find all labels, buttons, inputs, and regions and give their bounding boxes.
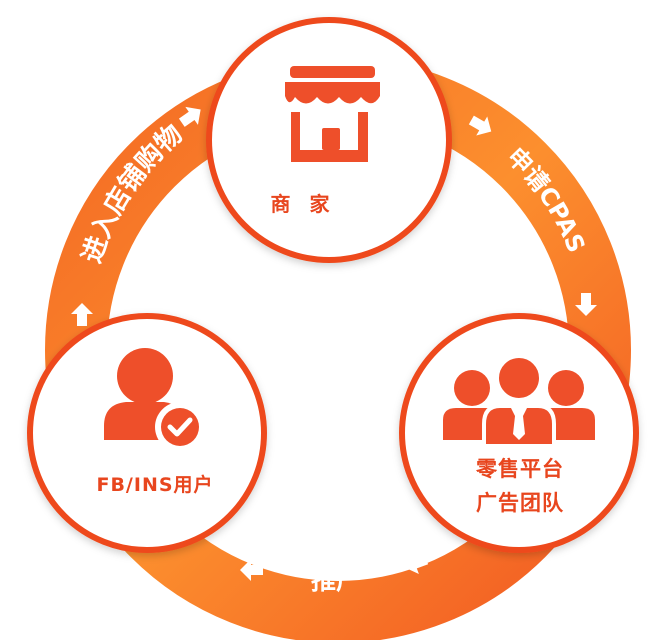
node-team bbox=[399, 313, 639, 553]
team-icon bbox=[443, 354, 595, 448]
team-label-line1: 零售平台 bbox=[476, 457, 564, 481]
team-label: 零售平台 广告团队 bbox=[430, 452, 610, 520]
arrow-icon-right-lower bbox=[575, 293, 597, 316]
arrow-icon-bottom-left bbox=[240, 559, 263, 581]
arrow-icon-right-upper bbox=[468, 115, 492, 136]
user-label: FB/INS用户 bbox=[96, 474, 214, 496]
arrow-icon-left-upper bbox=[178, 106, 201, 127]
merchant-label: 商 家 bbox=[270, 192, 336, 216]
shop-icon bbox=[285, 66, 380, 162]
node-user bbox=[27, 313, 267, 553]
edge-label-bottom: 推广 bbox=[311, 566, 361, 595]
team-label-line2: 广告团队 bbox=[476, 491, 564, 515]
arrow-icon-bottom-right bbox=[404, 553, 429, 575]
check-badge-icon bbox=[155, 402, 205, 452]
node-merchant bbox=[206, 17, 452, 263]
arrow-icon-left-lower bbox=[71, 303, 93, 326]
